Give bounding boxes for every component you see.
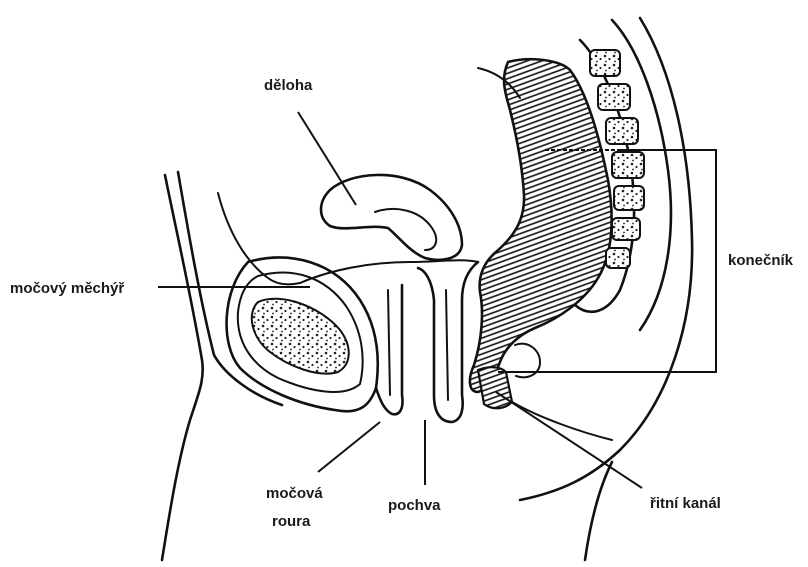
bladder-stone-mass	[252, 299, 349, 374]
abdominal-wall-outline	[162, 175, 203, 560]
uterus-outline	[321, 175, 462, 260]
leader-urethra	[318, 422, 380, 472]
label-bladder: močový měchýř	[10, 280, 124, 297]
urethra-inner	[388, 290, 390, 395]
vagina-inner	[446, 290, 448, 400]
buttock-outline	[585, 462, 612, 560]
label-uterus: děloha	[264, 77, 313, 94]
leader-uterus	[298, 112, 356, 205]
peritoneum-line	[218, 193, 300, 284]
rectum	[470, 59, 612, 392]
pelvic-floor-curve	[300, 260, 478, 283]
label-vagina: pochva	[388, 497, 441, 514]
anal-canal	[478, 367, 512, 408]
label-anal-canal: řitní kanál	[650, 495, 721, 512]
label-rectum: konečník	[728, 252, 794, 269]
leader-anal-canal	[496, 392, 642, 488]
label-urethra-line2: roura	[272, 513, 311, 530]
label-urethra-line1: močová	[266, 485, 323, 502]
